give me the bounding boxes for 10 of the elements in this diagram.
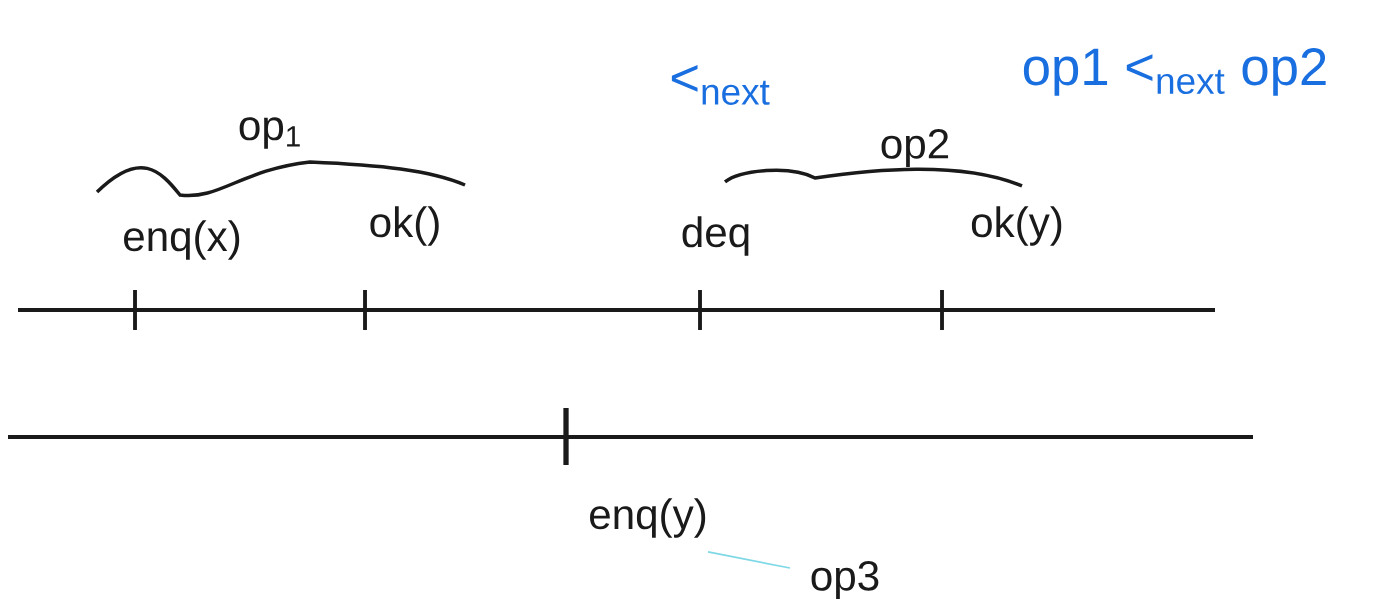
event-label: deq <box>682 216 749 256</box>
relation-note: op1 <$_{next}$ op2 <box>1023 48 1326 96</box>
event-label: enq(x) <box>124 220 240 260</box>
operation-label: op3 <box>811 560 879 600</box>
event-label: ok() <box>370 206 439 246</box>
operation-label: op2 <box>881 128 949 168</box>
relation-note: <$_{next}$ <box>671 65 770 105</box>
event-label: ok(y) <box>971 206 1062 246</box>
event-label: enq(y) <box>590 498 706 538</box>
operation-label: op$_{1}$ <box>239 117 300 149</box>
